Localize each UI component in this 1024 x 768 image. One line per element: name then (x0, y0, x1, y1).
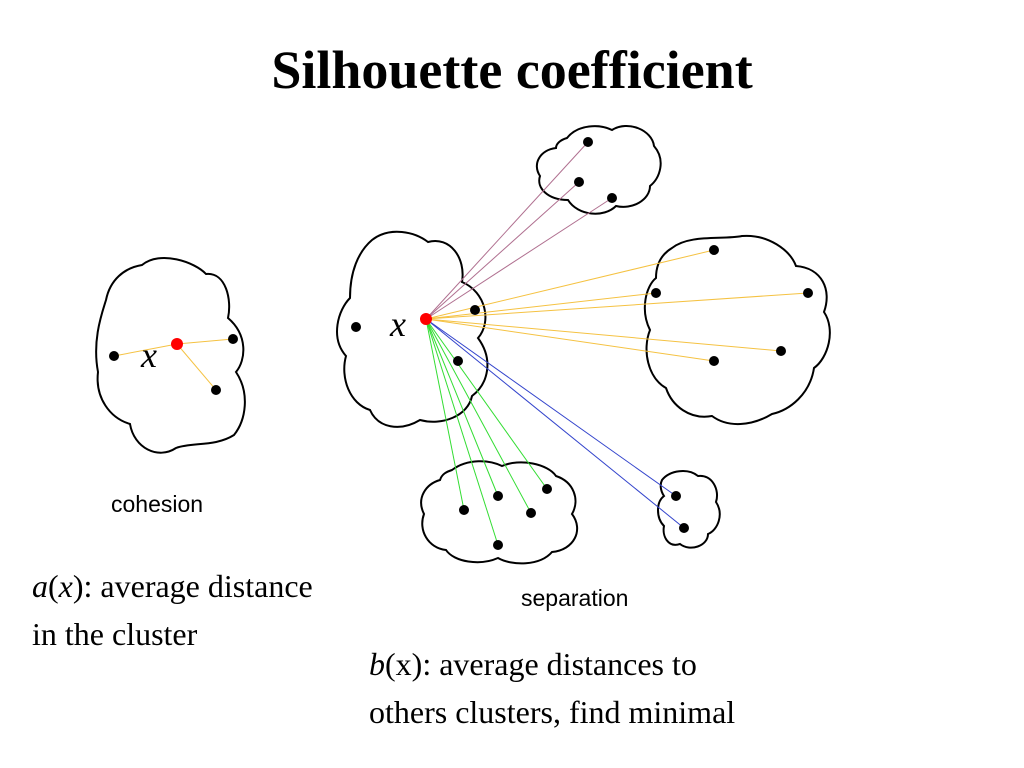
home-point-left (351, 322, 361, 332)
small-point-1 (671, 491, 681, 501)
a-definition-rest: ): average distance (72, 568, 313, 604)
slide-title: Silhouette coefficient (271, 40, 753, 100)
sep-line-right-5 (425, 318, 715, 362)
right-point-2 (651, 288, 661, 298)
separation-point-x (420, 313, 432, 325)
cohesion-point-left (109, 351, 119, 361)
top-point-1 (583, 137, 593, 147)
a-definition-line1: a(x): average distance (32, 562, 313, 610)
a-definition-line2: in the cluster (32, 616, 198, 652)
cohesion-caption: cohesion (111, 491, 204, 517)
bottom-point-3 (526, 508, 536, 518)
sep-line-top-2 (425, 181, 580, 320)
b-definition-line1: b(x): average distances to (369, 640, 735, 688)
top-point-2 (574, 177, 584, 187)
top-point-3 (607, 193, 617, 203)
cohesion-cluster-outline (95, 257, 246, 454)
cohesion-line-right (176, 338, 234, 345)
separation-x-label: x (389, 304, 406, 344)
b-definition: b(x): average distances to others cluste… (369, 640, 735, 736)
cohesion-line-left (113, 343, 178, 357)
home-point-bottom (453, 356, 463, 366)
cohesion-x-label: x (140, 335, 157, 375)
b-definition-rest: (x): average distances to (385, 646, 697, 682)
right-point-5 (709, 356, 719, 366)
cohesion-point-x (171, 338, 183, 350)
sep-line-right-2 (425, 292, 657, 320)
sep-line-bottom-4 (425, 318, 548, 490)
bottom-point-2 (493, 491, 503, 501)
a-open-paren: ( (48, 568, 59, 604)
right-point-1 (709, 245, 719, 255)
sep-line-bottom-1 (425, 318, 465, 511)
right-cluster-outline (643, 234, 831, 426)
sep-line-right-3 (425, 292, 809, 320)
top-cluster-outline (535, 125, 662, 215)
sep-line-small-2 (425, 318, 685, 529)
sep-line-bottom-5 (425, 318, 499, 546)
a-symbol: a (32, 568, 48, 604)
sep-line-bottom-2 (425, 318, 499, 497)
bottom-point-1 (459, 505, 469, 515)
sep-line-right-4 (425, 318, 782, 352)
a-var: x (58, 568, 73, 604)
sep-line-top-3 (425, 197, 613, 320)
small-cluster-outline (657, 470, 721, 549)
sep-line-small-1 (425, 318, 677, 497)
right-point-3 (803, 288, 813, 298)
sep-line-top-1 (425, 141, 589, 320)
bottom-point-4 (542, 484, 552, 494)
small-point-2 (679, 523, 689, 533)
b-definition-line2: others clusters, find minimal (369, 694, 736, 730)
separation-caption: separation (521, 585, 629, 611)
bottom-cluster-outline (420, 460, 579, 565)
cohesion-line-down (176, 343, 217, 391)
b-symbol: b (369, 646, 385, 682)
home-point-right (470, 305, 480, 315)
right-point-4 (776, 346, 786, 356)
a-definition: a(x): average distance in the cluster (32, 562, 313, 658)
sep-line-bottom-3 (425, 318, 532, 514)
cohesion-point-bottom (211, 385, 221, 395)
cohesion-point-right (228, 334, 238, 344)
bottom-point-5 (493, 540, 503, 550)
